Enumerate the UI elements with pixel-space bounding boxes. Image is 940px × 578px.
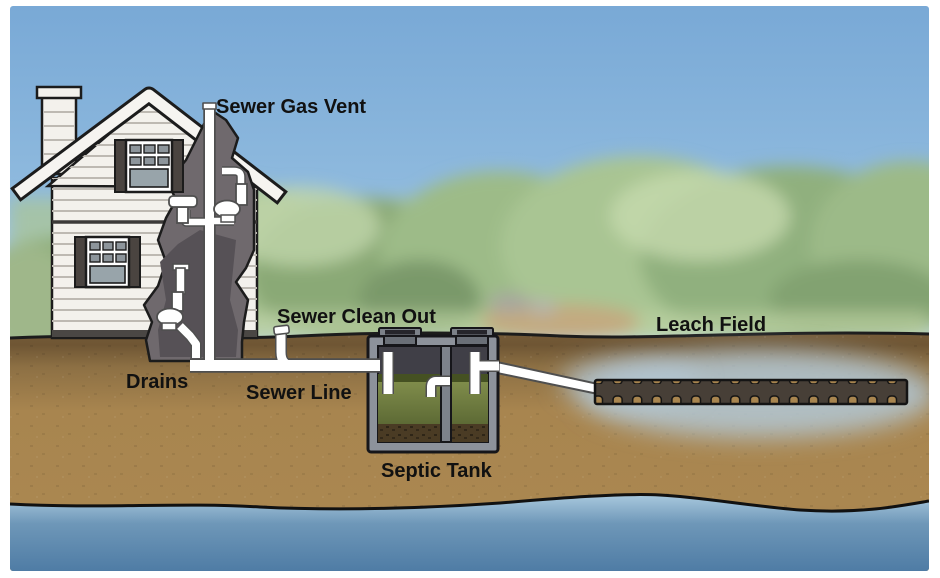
- label-sewer-gas-vent: Sewer Gas Vent: [216, 96, 366, 118]
- riser-opening: [457, 330, 487, 335]
- sink-pedestal: [176, 206, 189, 224]
- dirt-patch: [480, 304, 640, 340]
- leach-field: [496, 350, 929, 438]
- toilet-base: [220, 214, 236, 223]
- annotations: Sewer Gas Vent Sewer Clean Out Drains Se…: [126, 96, 766, 482]
- label-sewer-line: Sewer Line: [246, 382, 352, 404]
- shutter: [74, 236, 87, 288]
- window-panes: [129, 144, 170, 188]
- cleanout-riser-pipe: [276, 334, 294, 370]
- illustration: Sewer Gas Vent Sewer Clean Out Drains Se…: [10, 6, 929, 571]
- shutter: [128, 236, 141, 288]
- cleanout-cap: [272, 324, 290, 336]
- water-table: [10, 493, 929, 571]
- label-septic-tank: Septic Tank: [381, 460, 493, 482]
- baffle-elbow-pipe: [427, 377, 450, 397]
- house-cutaway: [10, 85, 288, 363]
- leach-chambers: [593, 378, 909, 406]
- cutaway-shadow: [158, 230, 238, 357]
- chimney-cap: [35, 85, 83, 100]
- toilet-trap-pipe: [177, 323, 200, 358]
- outlet-tee: [470, 352, 499, 394]
- fixtures: [156, 183, 248, 331]
- window-panes: [89, 241, 127, 284]
- label-drains: Drains: [126, 371, 188, 393]
- shutter: [114, 139, 127, 193]
- water-table-line: [10, 493, 929, 513]
- upstairs-sink: [168, 195, 198, 224]
- sink-basin: [168, 195, 198, 208]
- label-sewer-clean-out: Sewer Clean Out: [277, 306, 436, 328]
- septic-tank: [366, 327, 500, 454]
- toilet-base: [161, 322, 177, 331]
- vent-cap: [202, 102, 217, 110]
- rocks: [529, 299, 557, 315]
- riser-opening: [385, 330, 415, 335]
- toilet-tank: [235, 183, 248, 206]
- groundwater: [10, 494, 929, 571]
- upper-window: [114, 138, 184, 194]
- sludge-layer: [378, 424, 488, 442]
- vent-stub: [175, 267, 186, 295]
- shutter: [171, 139, 184, 193]
- rocks: [488, 293, 532, 313]
- tree-highlight: [610, 171, 790, 261]
- tank-baffle-wall: [440, 345, 452, 443]
- chimney-courses: [44, 111, 74, 155]
- upstairs-toilet: [213, 183, 248, 223]
- label-leach-field: Leach Field: [656, 314, 766, 336]
- downstairs-toilet: [156, 263, 190, 331]
- tree-highlight: [220, 186, 380, 266]
- lower-window: [74, 235, 141, 289]
